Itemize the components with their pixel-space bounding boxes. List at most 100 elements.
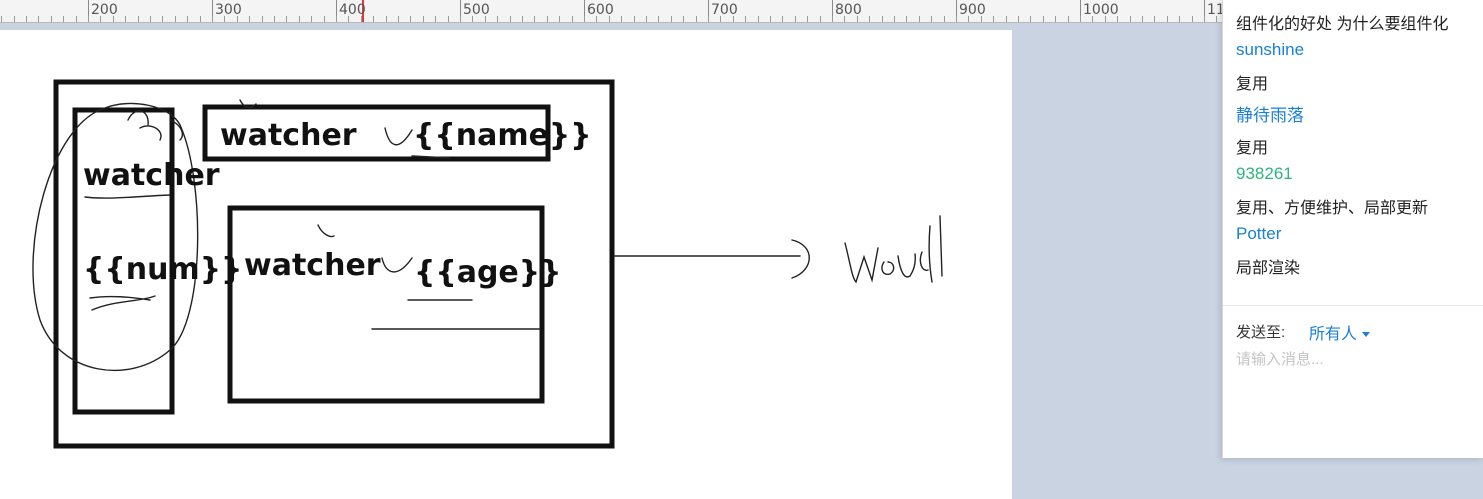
ruler-minor-tick — [968, 16, 969, 22]
chat-message-text: 复用、方便维护、局部更新 — [1236, 200, 1429, 217]
ruler-minor-tick — [510, 16, 511, 22]
ellipse-annotation — [32, 102, 199, 371]
ruler-minor-tick — [720, 16, 721, 22]
ruler-minor-tick — [361, 16, 362, 22]
ruler-minor-tick — [88, 16, 89, 22]
whiteboard-drawing — [32, 79, 943, 449]
ruler-minor-tick — [262, 16, 263, 22]
ruler-minor-tick — [820, 16, 821, 22]
ruler-minor-tick — [906, 16, 907, 22]
ruler-minor-tick — [212, 16, 213, 22]
ruler-minor-tick — [485, 16, 486, 22]
ruler-minor-tick — [857, 16, 858, 22]
ruler-minor-tick — [634, 16, 635, 22]
ruler-minor-tick — [1006, 16, 1007, 22]
ruler-minor-tick — [522, 16, 523, 22]
ruler-minor-tick — [993, 16, 994, 22]
ruler-major-tick — [956, 0, 957, 22]
ruler-minor-tick — [1092, 16, 1093, 22]
top-name-binding: {{name}} — [413, 118, 592, 153]
ruler-minor-tick — [472, 16, 473, 22]
ruler-minor-tick — [1030, 16, 1031, 22]
ruler-tick-label: 300 — [215, 2, 242, 18]
ruler-minor-tick — [596, 16, 597, 22]
chat-message-text: 局部渲染 — [1236, 260, 1301, 277]
ruler-minor-tick — [274, 16, 275, 22]
ruler-major-tick — [1080, 0, 1081, 22]
ruler-minor-tick — [1167, 16, 1168, 22]
ruler-minor-tick — [832, 16, 833, 22]
outer-watcher-label: watcher — [83, 158, 220, 193]
outer-component-box — [53, 79, 615, 449]
ruler-tick-label: 700 — [711, 2, 738, 18]
chat-message-text: 复用 — [1236, 76, 1269, 93]
caret-down-icon — [1362, 332, 1371, 338]
ruler-minor-tick — [696, 16, 697, 22]
ruler-minor-tick — [1216, 16, 1217, 22]
ruler-minor-tick — [584, 16, 585, 22]
ruler-minor-tick — [671, 16, 672, 22]
arrow-head — [791, 239, 810, 279]
scribble-top-left — [127, 110, 183, 141]
ruler-minor-tick — [448, 16, 449, 22]
recipient-dropdown[interactable]: 所有人 — [1309, 320, 1371, 344]
ruler-major-tick — [708, 0, 709, 22]
recipient-label: 所有人 — [1309, 326, 1358, 343]
ruler-minor-tick — [658, 16, 659, 22]
ruler-minor-tick — [1154, 16, 1155, 22]
ruler-minor-tick — [559, 16, 560, 22]
ruler-minor-tick — [1018, 16, 1019, 22]
ruler-minor-tick — [1080, 16, 1081, 22]
ruler-minor-tick — [931, 16, 932, 22]
message-input[interactable] — [1231, 343, 1483, 457]
ruler-tick-label: 600 — [587, 2, 614, 18]
ruler-minor-tick — [113, 16, 114, 22]
underline-left-watcher — [84, 194, 171, 199]
ruler-minor-tick — [844, 16, 845, 22]
ruler-minor-tick — [1117, 16, 1118, 22]
bottom-watcher-label: watcher — [244, 248, 381, 283]
ruler-minor-tick — [1204, 16, 1205, 22]
underline-name — [411, 155, 451, 159]
ruler-minor-tick — [100, 16, 101, 22]
chat-username: 938261 — [1236, 164, 1293, 183]
ruler-major-tick — [1204, 0, 1205, 22]
ruler-minor-tick — [324, 16, 325, 22]
ruler-minor-tick — [224, 16, 225, 22]
ruler-major-tick — [460, 0, 461, 22]
top-watcher-label: watcher — [220, 118, 357, 153]
ruler-minor-tick — [175, 16, 176, 22]
ruler-minor-tick — [621, 16, 622, 22]
tick-top-watcher — [239, 99, 257, 109]
ruler-minor-tick — [1068, 16, 1069, 22]
chat-username: Potter — [1236, 224, 1282, 243]
ruler-minor-tick — [26, 16, 27, 22]
ruler-minor-tick — [758, 16, 759, 22]
ruler-minor-tick — [745, 16, 746, 22]
ruler-minor-tick — [708, 16, 709, 22]
top-component-box — [202, 104, 551, 162]
underline-num — [89, 295, 156, 311]
ruler-minor-tick — [460, 16, 461, 22]
bottom-age-binding: {{age}} — [414, 255, 562, 290]
ruler-minor-tick — [869, 16, 870, 22]
ruler-minor-tick — [981, 16, 982, 22]
ruler-minor-tick — [311, 16, 312, 22]
ruler-tick-label: 11 — [1207, 2, 1222, 18]
ruler-minor-tick — [398, 16, 399, 22]
ruler-minor-tick — [138, 16, 139, 22]
bottom-component-box — [227, 205, 545, 404]
ruler-minor-tick — [286, 16, 287, 22]
ruler-minor-tick — [1179, 16, 1180, 22]
ruler-major-tick — [336, 0, 337, 22]
ruler-minor-tick — [1130, 16, 1131, 22]
ruler-minor-tick — [609, 16, 610, 22]
ruler-minor-tick — [410, 16, 411, 22]
ruler-minor-tick — [1043, 16, 1044, 22]
left-component-box — [72, 107, 175, 415]
chat-message-text: 复用 — [1236, 140, 1269, 157]
ruler-minor-tick — [435, 16, 436, 22]
ruler-minor-tick — [423, 16, 424, 22]
chat-divider — [1223, 305, 1483, 306]
